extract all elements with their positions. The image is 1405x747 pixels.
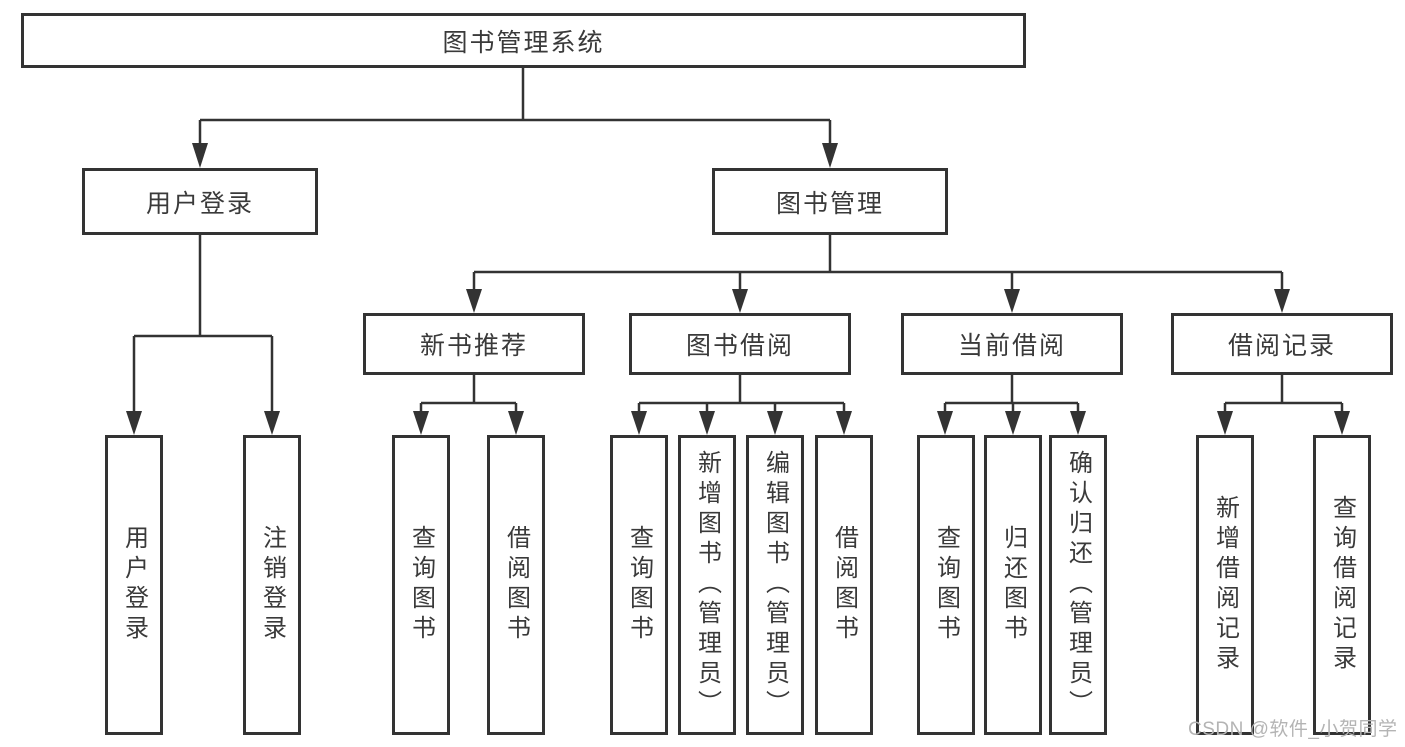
leaf-add-book-admin: 新增图书（管理员） (678, 435, 736, 735)
node-book-borrow-label: 图书借阅 (685, 332, 794, 360)
node-current-borrow-label: 当前借阅 (957, 332, 1066, 360)
leaf-borrow-books-recommend-label: 借阅图书 (502, 525, 530, 645)
leaf-query-borrow-record-label: 查询借阅记录 (1328, 495, 1356, 675)
leaf-user-login-label: 用户登录 (120, 525, 148, 645)
leaf-edit-book-admin-label: 编辑图书（管理员） (761, 450, 789, 720)
node-borrow-records-label: 借阅记录 (1227, 332, 1336, 360)
leaf-add-borrow-record: 新增借阅记录 (1196, 435, 1254, 735)
leaf-query-borrow-record: 查询借阅记录 (1313, 435, 1371, 735)
node-user-login-label: 用户登录 (145, 189, 254, 218)
leaf-borrow-books-label: 借阅图书 (830, 525, 858, 645)
leaf-return-book-label: 归还图书 (999, 525, 1027, 645)
leaf-query-books-recommend: 查询图书 (392, 435, 450, 735)
node-root-label: 图书管理系统 (442, 28, 605, 57)
node-borrow-records: 借阅记录 (1171, 313, 1393, 375)
node-book-management: 图书管理 (712, 168, 948, 235)
node-new-book-recommend-label: 新书推荐 (419, 332, 528, 360)
leaf-query-books-recommend-label: 查询图书 (407, 525, 435, 645)
arrowheads (126, 143, 1350, 435)
leaf-query-books-borrow-label: 查询图书 (625, 525, 653, 645)
leaf-query-books-current: 查询图书 (917, 435, 975, 735)
leaf-edit-book-admin: 编辑图书（管理员） (746, 435, 804, 735)
csdn-watermark: CSDN @软件_小贺同学 (1188, 719, 1398, 740)
node-current-borrow: 当前借阅 (901, 313, 1123, 375)
leaf-query-books-current-label: 查询图书 (932, 525, 960, 645)
node-root: 图书管理系统 (21, 13, 1026, 68)
leaf-return-book: 归还图书 (984, 435, 1042, 735)
leaf-user-login: 用户登录 (105, 435, 163, 735)
leaf-borrow-books: 借阅图书 (815, 435, 873, 735)
node-book-borrow: 图书借阅 (629, 313, 851, 375)
leaf-logout-label: 注销登录 (258, 525, 286, 645)
leaf-add-book-admin-label: 新增图书（管理员） (693, 450, 721, 720)
leaf-add-borrow-record-label: 新增借阅记录 (1211, 495, 1239, 675)
node-book-management-label: 图书管理 (775, 189, 884, 218)
leaf-borrow-books-recommend: 借阅图书 (487, 435, 545, 735)
leaf-logout: 注销登录 (243, 435, 301, 735)
leaf-confirm-return-admin-label: 确认归还（管理员） (1064, 450, 1092, 720)
leaf-confirm-return-admin: 确认归还（管理员） (1049, 435, 1107, 735)
node-new-book-recommend: 新书推荐 (363, 313, 585, 375)
node-user-login: 用户登录 (82, 168, 318, 235)
leaf-query-books-borrow: 查询图书 (610, 435, 668, 735)
